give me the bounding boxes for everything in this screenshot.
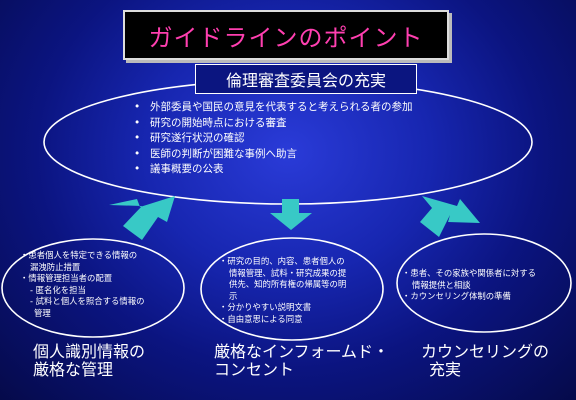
center-item-text: 議事概要の公表 [150, 163, 224, 175]
left-item-1: ・患者個人を特定できる情報の [20, 250, 145, 262]
caption-middle: 厳格なインフォームド・ コンセント [214, 343, 389, 379]
middle-item-1-cont: 示 [229, 290, 238, 301]
left-item-1-cont: 漏洩防止措置 [30, 261, 81, 272]
center-list-item: • 研究の開始時点における審査 [124, 116, 413, 132]
bullet: • [134, 147, 141, 160]
caption-middle-line2: コンセント [214, 360, 295, 379]
bullet: ・ [219, 313, 228, 324]
right-ellipse [396, 233, 572, 333]
middle-text: 研究の目的、内容、患者個人の [227, 256, 345, 266]
bullet: ・ [402, 291, 411, 302]
slide-title-box: ガイドラインのポイント [123, 10, 449, 60]
right-item-1: ・患者、その家族や関係者に対する [402, 268, 536, 280]
arrow-middle [270, 199, 312, 230]
bullet: • [134, 101, 141, 113]
right-box-text: ・患者、その家族や関係者に対する 情報提供と相談 ・カウンセリング体制の準備 [402, 268, 536, 303]
left-box-text: ・患者個人を特定できる情報の 漏洩防止措置 ・情報管理担当者の配置 - 匿名化を… [20, 250, 145, 320]
bullet: ・ [20, 273, 29, 284]
center-item-text: 研究の開始時点における審査 [150, 116, 287, 129]
middle-item-1-cont: 情報管理、試料・研究成果の提 [229, 267, 347, 278]
caption-right-line2: 充実 [429, 360, 462, 379]
right-item-2: ・カウンセリング体制の準備 [402, 291, 536, 303]
middle-item-2: ・分かりやすい説明文書 [219, 302, 346, 314]
bullet: • [134, 116, 141, 129]
center-list-item: • 研究遂行状況の確認 [124, 131, 413, 147]
arrow-left [109, 196, 175, 240]
center-item-text: 研究遂行状況の確認 [150, 132, 245, 144]
center-list-item: • 医師の判断が困難な事例へ助言 [124, 147, 413, 163]
right-item-1-cont: 情報提供と相談 [412, 279, 471, 290]
middle-item-1-cont: 供先、知的所有権の帰属等の明 [229, 279, 347, 290]
right-text: カウンセリング体制の準備 [410, 291, 511, 302]
arrow-right [420, 196, 480, 237]
bullet: ・ [20, 250, 29, 260]
bullet: ・ [219, 256, 228, 266]
center-item-text: 外部委員や国民の意見を代表すると考えられる者の参加 [150, 101, 413, 113]
left-sub-1: - 匿名化を担当 [30, 284, 86, 295]
middle-text: 分かりやすい説明文書 [227, 302, 312, 313]
left-sub-2-cont: 管理 [34, 307, 51, 318]
bullet: • [134, 132, 141, 144]
caption-right-line1: カウンセリングの [421, 342, 550, 361]
middle-item-1: ・研究の目的、内容、患者個人の [219, 256, 346, 268]
bullet: ・ [402, 268, 411, 278]
left-ellipse [1, 238, 185, 338]
bullet: • [134, 163, 141, 175]
middle-item-3: ・自由意思による同意 [219, 314, 346, 326]
left-text: 患者個人を特定できる情報の [28, 250, 138, 260]
caption-left-line2: 厳格な管理 [33, 360, 114, 379]
right-text: 患者、その家族や関係者に対する [410, 268, 536, 278]
left-text: 情報管理担当者の配置 [28, 273, 113, 284]
left-sub-2: - 試料と個人を照合する情報の [30, 296, 145, 307]
center-list-item: • 議事概要の公表 [124, 162, 413, 178]
middle-box-text: ・研究の目的、内容、患者個人の 情報管理、試料・研究成果の提 供先、知的所有権の… [219, 256, 346, 326]
caption-left: 個人識別情報の 厳格な管理 [33, 343, 145, 379]
slide-title: ガイドラインのポイント [148, 23, 424, 52]
left-item-2: ・情報管理担当者の配置 [20, 273, 145, 285]
center-list: • 外部委員や国民の意見を代表すると考えられる者の参加 • 研究の開始時点における審… [124, 100, 413, 178]
caption-middle-line1: 厳格なインフォームド・ [214, 342, 390, 361]
center-item-text: 医師の判断が困難な事例へ助言 [150, 147, 297, 160]
middle-ellipse [200, 237, 384, 341]
caption-right: カウンセリングの 充実 [421, 343, 549, 379]
center-list-item: • 外部委員や国民の意見を代表すると考えられる者の参加 [124, 100, 413, 116]
caption-left-line1: 個人識別情報の [33, 342, 146, 361]
bullet: ・ [219, 302, 228, 313]
committee-banner: 倫理審査委員会の充実 [195, 64, 417, 94]
middle-text: 自由意思による同意 [227, 313, 303, 324]
banner-text: 倫理審査委員会の充実 [225, 71, 386, 90]
